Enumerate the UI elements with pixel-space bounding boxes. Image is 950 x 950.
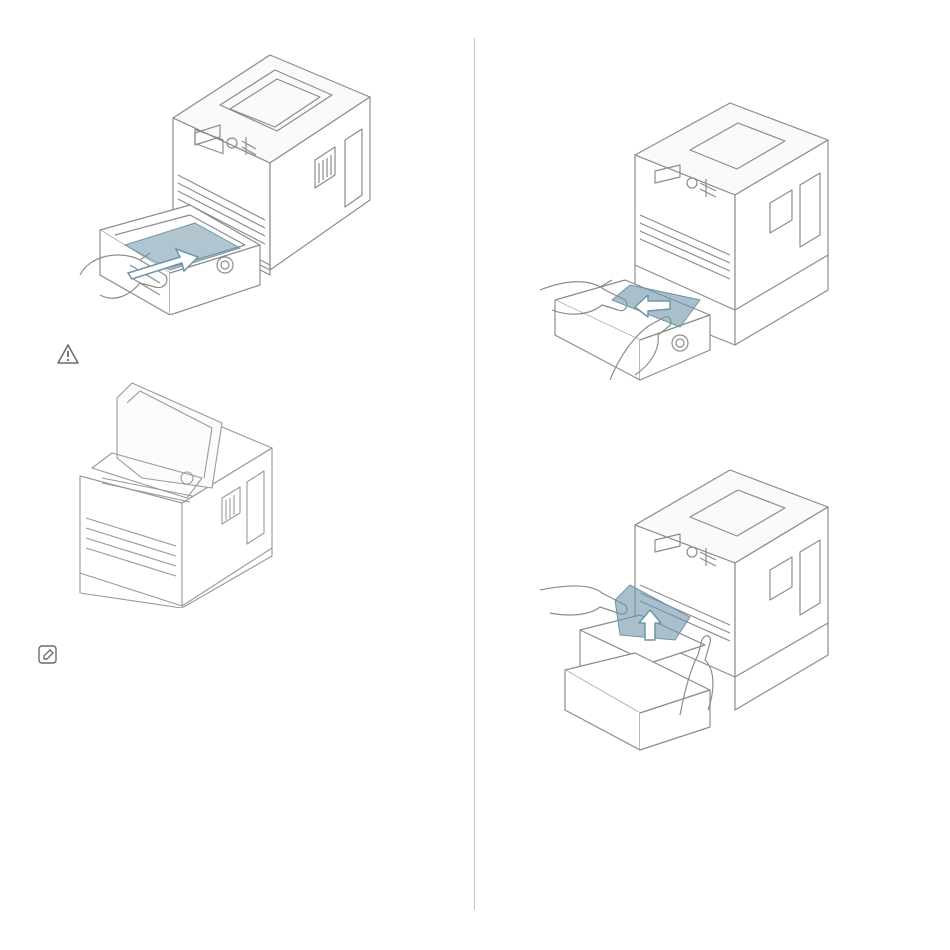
printer-jam-tray-removal-illustration <box>540 95 840 395</box>
note-callout <box>38 645 58 670</box>
figure-tray-insert <box>70 45 380 315</box>
printer-top-cover-open-illustration <box>72 378 282 608</box>
caution-callout <box>57 344 79 369</box>
column-divider <box>474 38 475 910</box>
printer-tray-insert-illustration <box>70 45 380 315</box>
note-pencil-icon <box>38 645 58 665</box>
figure-jam-pull-up <box>540 465 840 755</box>
figure-top-cover-open <box>72 378 282 608</box>
caution-triangle-icon <box>57 344 79 364</box>
figure-jam-pull-left <box>540 95 840 395</box>
printer-jam-upward-removal-illustration <box>540 465 840 755</box>
